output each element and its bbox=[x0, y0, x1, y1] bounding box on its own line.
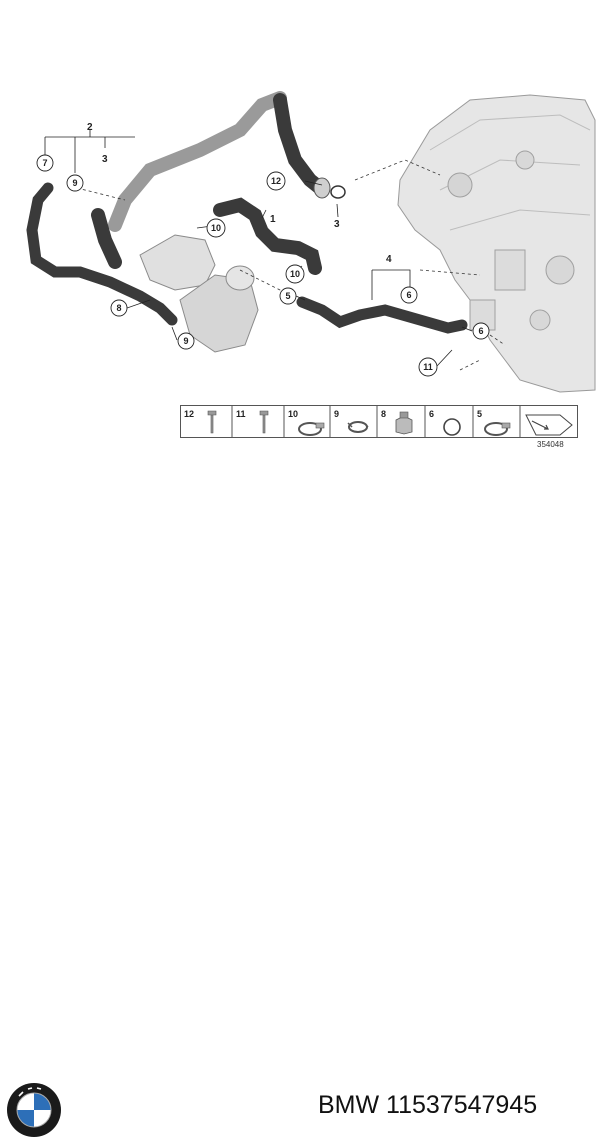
callout-2: 2 bbox=[87, 122, 93, 133]
circle-callout-9a: 9 bbox=[66, 174, 84, 192]
svg-text:12: 12 bbox=[184, 409, 194, 419]
spring-clamp-icon bbox=[347, 421, 369, 433]
legend-cell-11: 11 bbox=[236, 406, 285, 437]
water-pump-assembly bbox=[139, 234, 259, 353]
svg-text:7: 7 bbox=[42, 158, 47, 168]
reference-code: 354048 bbox=[537, 440, 564, 449]
svg-text:10: 10 bbox=[288, 409, 298, 419]
legend-cell-12: 12 bbox=[184, 406, 233, 437]
hose-clamp-icon bbox=[484, 422, 511, 436]
coolant-hose-4 bbox=[296, 296, 468, 334]
circle-callout-10b: 10 bbox=[285, 264, 305, 284]
circle-callout-9b: 9 bbox=[177, 332, 195, 350]
svg-text:9: 9 bbox=[183, 336, 188, 346]
coolant-hose-1 bbox=[213, 197, 322, 275]
parts-legend: 12 11 10 9 8 6 bbox=[180, 405, 578, 438]
svg-text:10: 10 bbox=[290, 269, 300, 279]
legend-cell-8: 8 bbox=[381, 406, 426, 437]
circle-callout-12: 12 bbox=[266, 171, 286, 191]
arrow-icon bbox=[525, 414, 573, 436]
dashed-leaders bbox=[76, 159, 506, 371]
hose-clamp-icon bbox=[298, 422, 325, 436]
legend-cell-10: 10 bbox=[288, 406, 331, 437]
bolt-icon bbox=[207, 410, 217, 434]
callout-3b: 3 bbox=[334, 219, 340, 230]
legend-cell-5: 5 bbox=[477, 406, 521, 437]
svg-text:6: 6 bbox=[478, 326, 483, 336]
callouts: 2 3 1 4 3 7 9 12 10 10 5 6 8 9 6 11 bbox=[36, 122, 490, 377]
circle-callout-10a: 10 bbox=[206, 218, 226, 238]
svg-text:11: 11 bbox=[423, 362, 433, 372]
svg-text:11: 11 bbox=[236, 409, 246, 419]
circle-callout-11: 11 bbox=[418, 357, 438, 377]
engine-block bbox=[397, 94, 596, 393]
circle-callout-7: 7 bbox=[36, 154, 54, 172]
svg-text:6: 6 bbox=[406, 290, 411, 300]
legend-cell-6: 6 bbox=[429, 406, 474, 437]
part-number-caption: BMW 11537547945 bbox=[318, 1091, 538, 1119]
callout-1: 1 bbox=[270, 214, 276, 225]
svg-text:8: 8 bbox=[381, 409, 386, 419]
exploded-parts-diagram: 2 3 1 4 3 7 9 12 10 10 5 6 8 9 6 11 bbox=[26, 91, 596, 393]
svg-text:10: 10 bbox=[211, 223, 221, 233]
bolt-icon bbox=[259, 410, 269, 434]
bracket-clip-icon bbox=[395, 411, 413, 435]
svg-text:9: 9 bbox=[334, 409, 339, 419]
metal-coolant-pipe bbox=[108, 91, 287, 232]
o-ring-icon bbox=[443, 418, 461, 436]
circle-callout-6b: 6 bbox=[472, 322, 490, 340]
bmw-logo-icon bbox=[7, 1083, 61, 1137]
circle-callout-5: 5 bbox=[279, 287, 297, 305]
svg-text:12: 12 bbox=[271, 176, 281, 186]
svg-text:6: 6 bbox=[429, 409, 434, 419]
circle-callout-8: 8 bbox=[110, 299, 128, 317]
circle-callout-6a: 6 bbox=[400, 286, 418, 304]
svg-text:9: 9 bbox=[72, 178, 77, 188]
svg-text:5: 5 bbox=[477, 409, 482, 419]
svg-text:8: 8 bbox=[116, 303, 121, 313]
svg-text:5: 5 bbox=[285, 291, 290, 301]
callout-4: 4 bbox=[386, 254, 392, 265]
callout-3: 3 bbox=[102, 154, 108, 165]
coolant-hose-8 bbox=[26, 182, 178, 326]
footer: BMW 11537547945 bbox=[0, 540, 600, 1137]
coolant-hose-2 bbox=[91, 208, 122, 269]
legend-cell-9: 9 bbox=[334, 406, 378, 437]
